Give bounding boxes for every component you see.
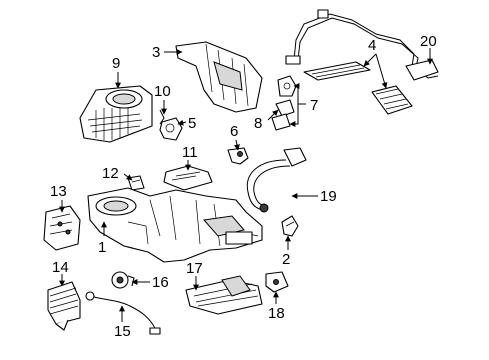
- callout-7: 7: [310, 97, 318, 114]
- hose-part: [246, 147, 307, 213]
- blower-housing-part: [79, 85, 153, 143]
- plenum-duct-part: [175, 41, 263, 113]
- door-actuator-part: [271, 75, 297, 131]
- hvac-case-part: [87, 187, 263, 263]
- evaporator-seal-part: [43, 205, 81, 251]
- callout-19: 19: [320, 188, 337, 205]
- sensor-part-6: [227, 147, 249, 165]
- callout-17: 17: [186, 260, 203, 277]
- sensor-part-18: [265, 271, 289, 293]
- callout-11: 11: [182, 144, 198, 161]
- callout-4: 4: [368, 37, 376, 54]
- heater-core-part: [185, 275, 263, 315]
- callout-15: 15: [114, 323, 131, 340]
- callout-16: 16: [152, 274, 169, 291]
- callout-labels: 1 2 3 4 5 6 7 8 9 10 11 12 13 14 15 16 1…: [50, 33, 437, 340]
- callout-6: 6: [230, 123, 238, 140]
- leader-lines: [59, 48, 433, 322]
- callout-9: 9: [112, 55, 120, 72]
- callout-8: 8: [254, 115, 262, 132]
- callout-3: 3: [152, 44, 160, 61]
- evaporator-core-part: [47, 281, 81, 331]
- wiring-harness-part: [285, 9, 439, 81]
- callout-18: 18: [268, 305, 285, 322]
- callout-12: 12: [102, 165, 119, 182]
- air-filter-part: [303, 61, 413, 115]
- actuator-part-5: [159, 117, 183, 141]
- callout-13: 13: [50, 183, 67, 200]
- callout-1: 1: [98, 239, 106, 256]
- callout-20: 20: [420, 33, 437, 50]
- control-cable-part: [85, 291, 161, 335]
- callout-10: 10: [154, 83, 171, 100]
- callout-2: 2: [282, 251, 290, 268]
- blower-resistor-part: [111, 271, 135, 289]
- connector-part-12: [127, 175, 145, 191]
- clip-part-2: [281, 215, 299, 237]
- callout-14: 14: [52, 259, 69, 276]
- callout-5: 5: [188, 115, 196, 132]
